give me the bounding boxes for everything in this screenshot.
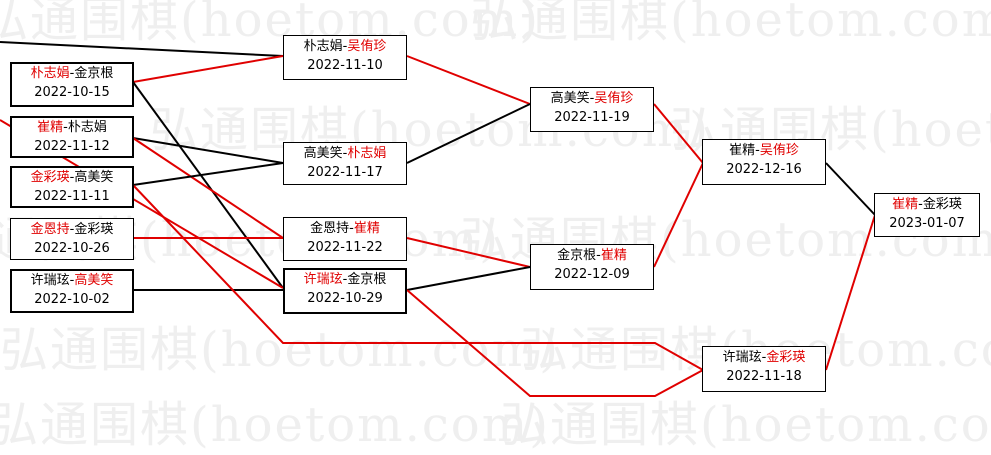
match-r3-1: 高美笑-吴侑珍 2022-11-19 xyxy=(530,87,654,132)
player: 金彩瑛 xyxy=(30,170,70,185)
line-r2_4-to-r3_2 xyxy=(406,266,531,291)
match-date: 2022-11-11 xyxy=(34,189,110,204)
line-r1_2-to-r2_2 xyxy=(132,137,284,164)
match-r1-1: 朴志娟-金京根 2022-10-15 xyxy=(10,62,134,107)
bracket-lines xyxy=(0,41,876,397)
match-r2-1: 朴志娟-吴侑珍 2022-11-10 xyxy=(283,35,407,80)
player: 许瑞玹 xyxy=(30,273,70,288)
line-r1_3-to-r2_2 xyxy=(132,162,284,186)
match-date: 2023-01-07 xyxy=(889,216,965,231)
match-date: 2022-11-12 xyxy=(34,139,110,154)
match-r1-4: 金恩持-金彩瑛 2022-10-26 xyxy=(10,218,134,260)
player: 金彩瑛 xyxy=(74,222,114,237)
player: 吴侑珍 xyxy=(759,143,799,158)
match-r2-2: 高美笑-朴志娟 2022-11-17 xyxy=(283,142,407,185)
match-r1-3: 金彩瑛-高美笑 2022-11-11 xyxy=(10,166,134,208)
match-r1-5: 许瑞玹-高美笑 2022-10-02 xyxy=(10,269,134,313)
line-r4_2-to-final xyxy=(825,214,876,371)
match-date: 2022-11-19 xyxy=(554,110,630,125)
player: 朴志娟 xyxy=(30,66,70,81)
player: 崔精 xyxy=(37,120,64,135)
match-r3-2: 金京根-崔精 2022-12-09 xyxy=(530,244,654,290)
player: 金京根 xyxy=(557,248,597,263)
line-incoming-wuyouzhen xyxy=(0,41,284,57)
player: 金彩瑛 xyxy=(766,350,806,365)
match-date: 2022-11-10 xyxy=(307,58,383,73)
line-r2_1-to-r3_1 xyxy=(406,55,531,105)
player: 高美笑 xyxy=(74,273,114,288)
match-final: 崔精-金彩瑛 2023-01-07 xyxy=(874,193,980,237)
player: 朴志娟 xyxy=(67,120,107,135)
match-date: 2022-11-17 xyxy=(307,165,383,180)
line-r1_1-to-r2_4 xyxy=(132,81,284,289)
line-r3_2-to-r4_1 xyxy=(653,162,704,268)
player: 朴志娟 xyxy=(347,146,387,161)
player: 许瑞玹 xyxy=(303,272,343,287)
match-date: 2022-10-29 xyxy=(307,291,383,306)
player: 高美笑 xyxy=(303,146,343,161)
player: 金恩持 xyxy=(30,222,70,237)
line-r1_1-to-r2_1 xyxy=(132,55,284,83)
player: 吴侑珍 xyxy=(347,39,387,54)
player: 高美笑 xyxy=(550,91,590,106)
match-date: 2022-10-26 xyxy=(34,241,110,256)
match-r2-3: 金恩持-崔精 2022-11-22 xyxy=(283,217,407,261)
line-r2_3-to-r3_2 xyxy=(406,237,531,268)
match-date: 2022-10-15 xyxy=(34,85,110,100)
match-date: 2022-10-02 xyxy=(34,292,110,307)
player: 金京根 xyxy=(347,272,387,287)
player: 许瑞玹 xyxy=(722,350,762,365)
player: 朴志娟 xyxy=(303,39,343,54)
match-date: 2022-12-09 xyxy=(554,267,630,282)
player: 吴侑珍 xyxy=(594,91,634,106)
match-date: 2022-11-22 xyxy=(307,240,383,255)
player: 高美笑 xyxy=(74,170,114,185)
line-r3_1-to-r4_1 xyxy=(653,103,704,164)
player: 金恩持 xyxy=(310,221,350,236)
player: 崔精 xyxy=(892,197,919,212)
line-r4_1-to-final xyxy=(825,162,876,216)
match-r4-1: 崔精-吴侑珍 2022-12-16 xyxy=(702,139,826,185)
match-r4-2: 许瑞玹-金彩瑛 2022-11-18 xyxy=(702,346,826,392)
line-r2_4-to-r4_2 xyxy=(406,289,704,397)
player: 崔精 xyxy=(729,143,756,158)
player: 崔精 xyxy=(600,248,627,263)
line-r2_2-to-r3_1 xyxy=(406,103,531,164)
player: 金彩瑛 xyxy=(922,197,962,212)
match-date: 2022-12-16 xyxy=(726,162,802,177)
match-date: 2022-11-18 xyxy=(726,369,802,384)
player: 崔精 xyxy=(353,221,380,236)
player: 金京根 xyxy=(74,66,114,81)
match-r1-2: 崔精-朴志娟 2022-11-12 xyxy=(10,116,134,158)
line-r1_2-to-r2_3 xyxy=(132,137,284,239)
match-r2-4: 许瑞玹-金京根 2022-10-29 xyxy=(283,268,407,314)
